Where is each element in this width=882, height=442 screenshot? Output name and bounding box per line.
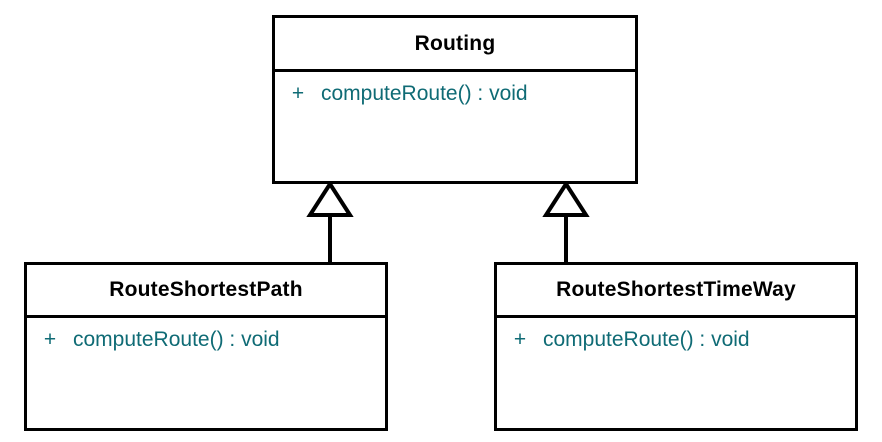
class-title-row: Routing xyxy=(275,18,635,72)
hollow-triangle-icon xyxy=(306,180,354,217)
member-signature-label: computeRoute() : void xyxy=(73,328,280,351)
class-name-label: RouteShortestPath xyxy=(109,278,303,301)
member-signature-label: computeRoute() : void xyxy=(543,328,750,351)
class-members-compartment: + computeRoute() : void xyxy=(497,318,855,428)
generalization-arrow-left xyxy=(306,180,354,262)
hollow-triangle-icon xyxy=(542,180,590,217)
class-name-label: Routing xyxy=(414,31,496,55)
class-title-row: RouteShortestTimeWay xyxy=(497,265,855,318)
member-signature-label: computeRoute() : void xyxy=(321,82,528,105)
class-title-row: RouteShortestPath xyxy=(27,265,385,318)
member-visibility-marker: + xyxy=(43,328,57,351)
uml-class-routeshortestpath[interactable]: RouteShortestPath + computeRoute() : voi… xyxy=(24,262,388,431)
member-visibility-marker: + xyxy=(513,328,527,351)
class-member-row: + computeRoute() : void xyxy=(275,82,635,106)
class-members-compartment: + computeRoute() : void xyxy=(27,318,385,428)
uml-class-routing[interactable]: Routing + computeRoute() : void xyxy=(272,15,638,184)
class-member-row: + computeRoute() : void xyxy=(497,328,855,352)
member-visibility-marker: + xyxy=(291,82,305,105)
class-members-compartment: + computeRoute() : void xyxy=(275,72,635,181)
class-member-row: + computeRoute() : void xyxy=(27,328,385,352)
class-name-label: RouteShortestTimeWay xyxy=(556,278,796,301)
uml-class-routeshortesttimeway[interactable]: RouteShortestTimeWay + computeRoute() : … xyxy=(494,262,858,431)
generalization-arrow-right xyxy=(542,180,590,262)
